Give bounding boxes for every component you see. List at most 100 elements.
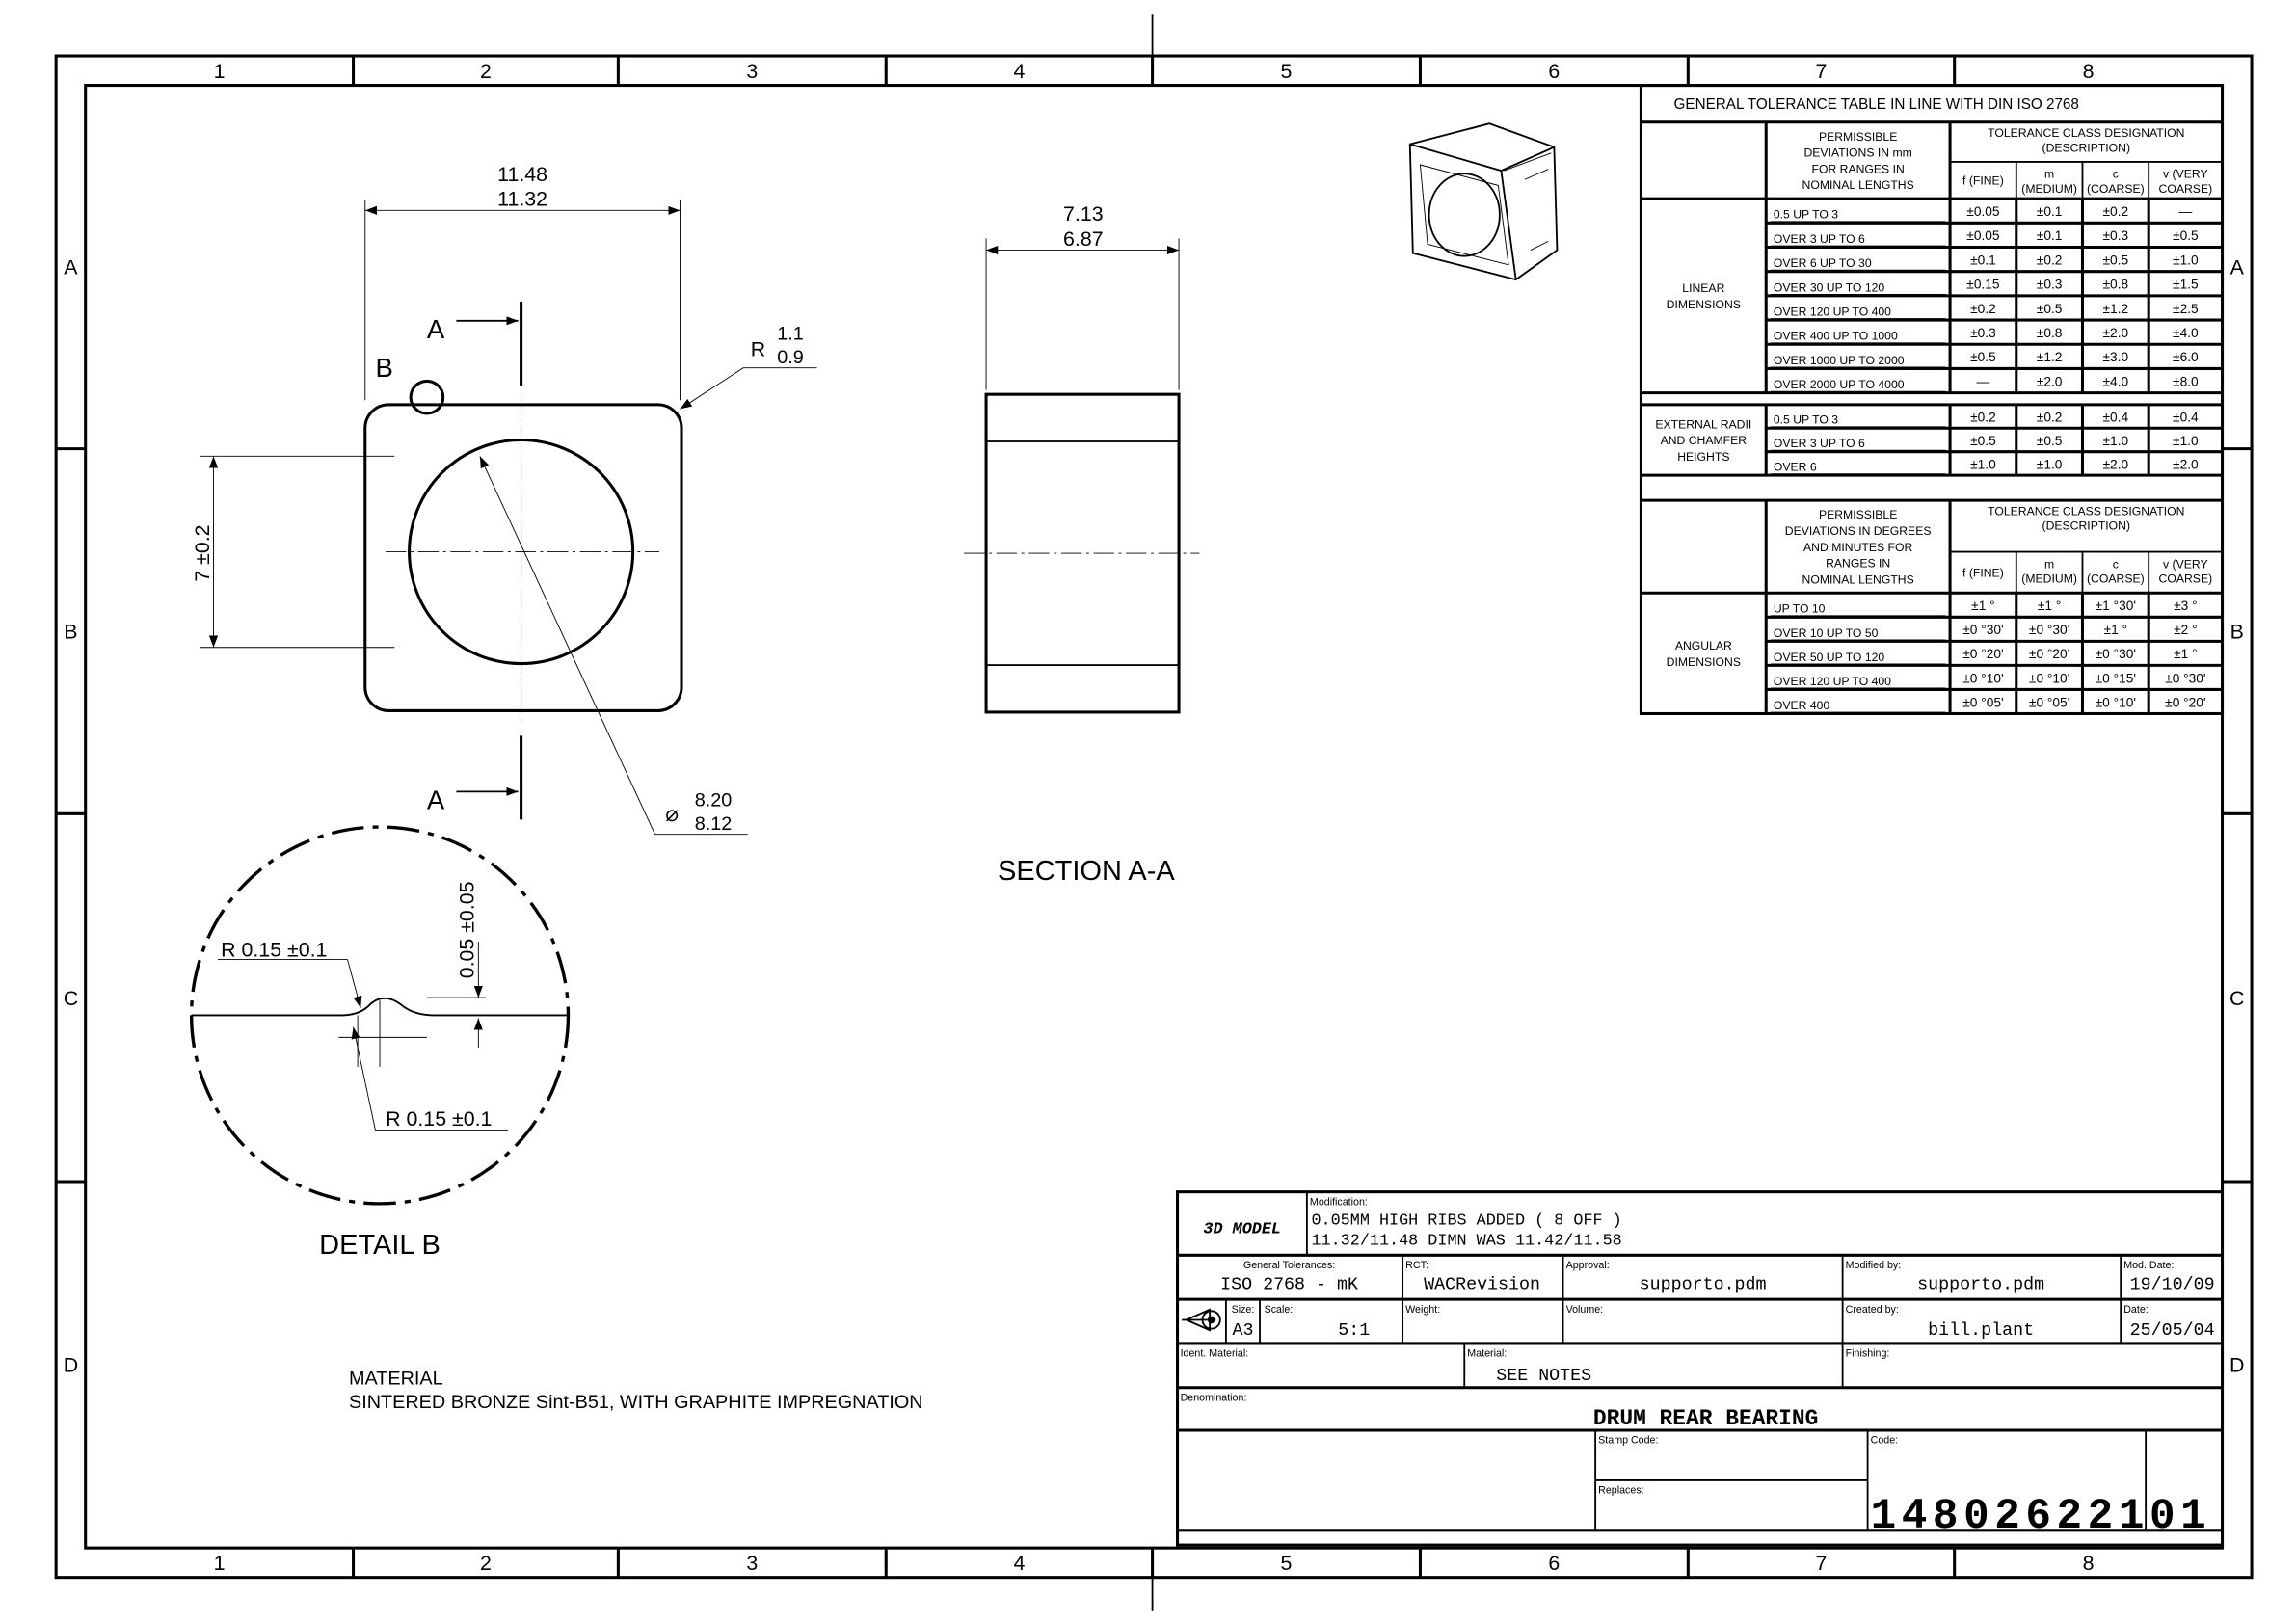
permissible-deviations-header: DEVIATIONS IN mm <box>1803 146 1911 160</box>
class-designation-header: (DESCRIPTION) <box>2042 519 2131 533</box>
tolerance-value: ±1.0 <box>2173 253 2199 267</box>
tolerance-value: ±1.2 <box>2103 302 2129 316</box>
dimension-group-label: AND CHAMFER <box>1661 434 1748 447</box>
table-title: GENERAL TOLERANCE TABLE IN LINE WITH DIN… <box>1674 96 2079 113</box>
tolerance-value: ±4.0 <box>2103 374 2129 388</box>
date-label: Date: <box>2123 1304 2149 1316</box>
tolerance-class-label: f (FINE) <box>1962 566 2004 579</box>
tolerance-value: ±0 °30' <box>2096 647 2136 661</box>
range-label: 0.5 UP TO 3 <box>1774 413 1838 427</box>
tolerance-value: ±0 °20' <box>2029 647 2069 661</box>
front-view: 11.48 11.32 7 ±0.2 R 1.1 0.9 ⌀ 8.20 8.12… <box>191 163 817 836</box>
frame-column-label-bottom: 4 <box>1013 1552 1025 1575</box>
frame-column-label-top: 7 <box>1816 60 1828 83</box>
dimension-group-label: EXTERNAL RADII <box>1655 417 1751 431</box>
diameter-lower: 8.12 <box>695 813 733 835</box>
dim-width-lower: 11.32 <box>497 188 547 211</box>
frame-row-label-right: D <box>2229 1354 2244 1377</box>
isometric-preview <box>1408 122 1559 281</box>
tolerance-value: ±0.5 <box>2037 434 2063 448</box>
model-label: 3D MODEL <box>1203 1220 1281 1238</box>
tolerance-value: ±0.4 <box>2173 410 2199 424</box>
projection-symbol-icon <box>1182 1308 1221 1332</box>
replaces-label: Replaces: <box>1598 1485 1643 1497</box>
tolerance-class-label: c <box>2113 557 2119 571</box>
range-label: OVER 6 UP TO 30 <box>1774 256 1872 270</box>
created-by-value: bill.plant <box>1928 1320 2034 1341</box>
permissible-deviations-header: PERMISSIBLE <box>1819 130 1897 144</box>
section-view: 7.13 6.87 SECTION A-A <box>964 202 1200 887</box>
tolerance-class-label: f (FINE) <box>1962 174 2004 188</box>
frame-column-label-bottom: 8 <box>2083 1552 2095 1575</box>
mod-date-label: Mod. Date: <box>2123 1260 2174 1271</box>
tolerance-class-label: (MEDIUM) <box>2021 572 2077 586</box>
tolerance-class-label: m <box>2044 557 2054 571</box>
detail-rib-height: 0.05 ±0.05 <box>456 881 479 978</box>
dimension-group-label: HEIGHTS <box>1677 450 1729 464</box>
material-value: SEE NOTES <box>1496 1366 1591 1386</box>
section-marker-top: A <box>427 314 445 344</box>
dim-height: 7 ±0.2 <box>191 524 214 581</box>
frame-row-label-left: A <box>64 256 78 279</box>
modification-line: 11.32/11.48 DIMN WAS 11.42/11.58 <box>1311 1233 1621 1251</box>
frame-row-label-right: B <box>2230 621 2244 644</box>
modified-by-label: Modified by: <box>1846 1260 1902 1271</box>
permissible-deviations-header: NOMINAL LENGTHS <box>1802 572 1914 586</box>
tolerance-value: ±1.0 <box>1970 457 1996 471</box>
tolerance-value: ±0.1 <box>2037 228 2063 243</box>
tolerance-value: ±2.0 <box>2037 374 2063 388</box>
scale-value: 5:1 <box>1338 1320 1370 1341</box>
tolerance-value: ±0 °05' <box>1962 695 2003 709</box>
tolerance-value: ±8.0 <box>2173 374 2199 388</box>
tolerance-table: GENERAL TOLERANCE TABLE IN LINE WITH DIN… <box>1639 84 2225 715</box>
detail-radius-top: R 0.15 ±0.1 <box>221 938 327 961</box>
modified-by-value: supporto.pdm <box>1917 1274 2044 1294</box>
tolerance-value: ±0 °15' <box>2096 671 2136 685</box>
modification-line: 0.05MM HIGH RIBS ADDED ( 8 OFF ) <box>1311 1211 1621 1230</box>
rct-value: WACRevision <box>1424 1274 1540 1294</box>
tolerance-value: — <box>2178 204 2192 219</box>
tolerance-value: ±0 °20' <box>2165 695 2205 709</box>
dim-width-upper: 11.48 <box>497 163 547 186</box>
material-note-value: SINTERED BRONZE Sint-B51, WITH GRAPHITE … <box>349 1392 923 1413</box>
tolerance-class-label: m <box>2044 168 2054 181</box>
tolerance-class-label: v (VERY <box>2163 557 2208 571</box>
tolerance-value: ±0.3 <box>2103 228 2129 243</box>
tolerance-class-label: v (VERY <box>2163 168 2208 181</box>
finishing-label: Finishing: <box>1846 1348 1890 1360</box>
frame-column-label-top: 2 <box>480 60 492 83</box>
tolerance-value: ±0.2 <box>2037 253 2063 267</box>
frame-column-label-top: 1 <box>214 60 226 83</box>
section-marker-bottom: A <box>427 785 445 815</box>
tolerance-value: ±2.5 <box>2173 302 2199 316</box>
tolerance-value: ±0 °30' <box>2165 671 2205 685</box>
projection-circle-icon <box>1201 1310 1221 1330</box>
mod-date-value: 19/10/09 <box>2130 1274 2215 1294</box>
frame-column-label-bottom: 2 <box>480 1552 492 1575</box>
range-label: OVER 3 UP TO 6 <box>1774 437 1865 450</box>
ident-material-label: Ident. Material: <box>1181 1348 1249 1360</box>
projection-dot-icon <box>1207 1316 1215 1324</box>
title-block-border <box>1176 1190 2225 1547</box>
frame-column-label-bottom: 6 <box>1548 1552 1560 1575</box>
tolerance-value: ±0.5 <box>2037 302 2063 316</box>
size-label: Size: <box>1232 1304 1255 1316</box>
tolerance-value: ±0.1 <box>1970 253 1996 267</box>
radius-lower: 0.9 <box>777 347 804 368</box>
tolerance-value: ±0.5 <box>2103 253 2129 267</box>
section-dim-upper: 7.13 <box>1063 202 1104 226</box>
code-label: Code: <box>1871 1435 1898 1447</box>
permissible-deviations-header: PERMISSIBLE <box>1819 508 1897 521</box>
general-tolerances-value: ISO 2768 - mK <box>1220 1274 1358 1294</box>
dimension-group-label: LINEAR <box>1682 281 1724 295</box>
weight-label: Weight: <box>1405 1304 1440 1316</box>
frame-column-label-bottom: 1 <box>214 1552 226 1575</box>
tolerance-value: ±0.05 <box>1966 228 2000 243</box>
tolerance-value: ±0.1 <box>2037 204 2063 219</box>
tolerance-value: ±2.0 <box>2103 326 2129 340</box>
tolerance-value: ±1 ° <box>1971 599 1995 613</box>
rct-label: RCT: <box>1405 1260 1428 1271</box>
tolerance-value: ±0 °20' <box>1962 647 2003 661</box>
